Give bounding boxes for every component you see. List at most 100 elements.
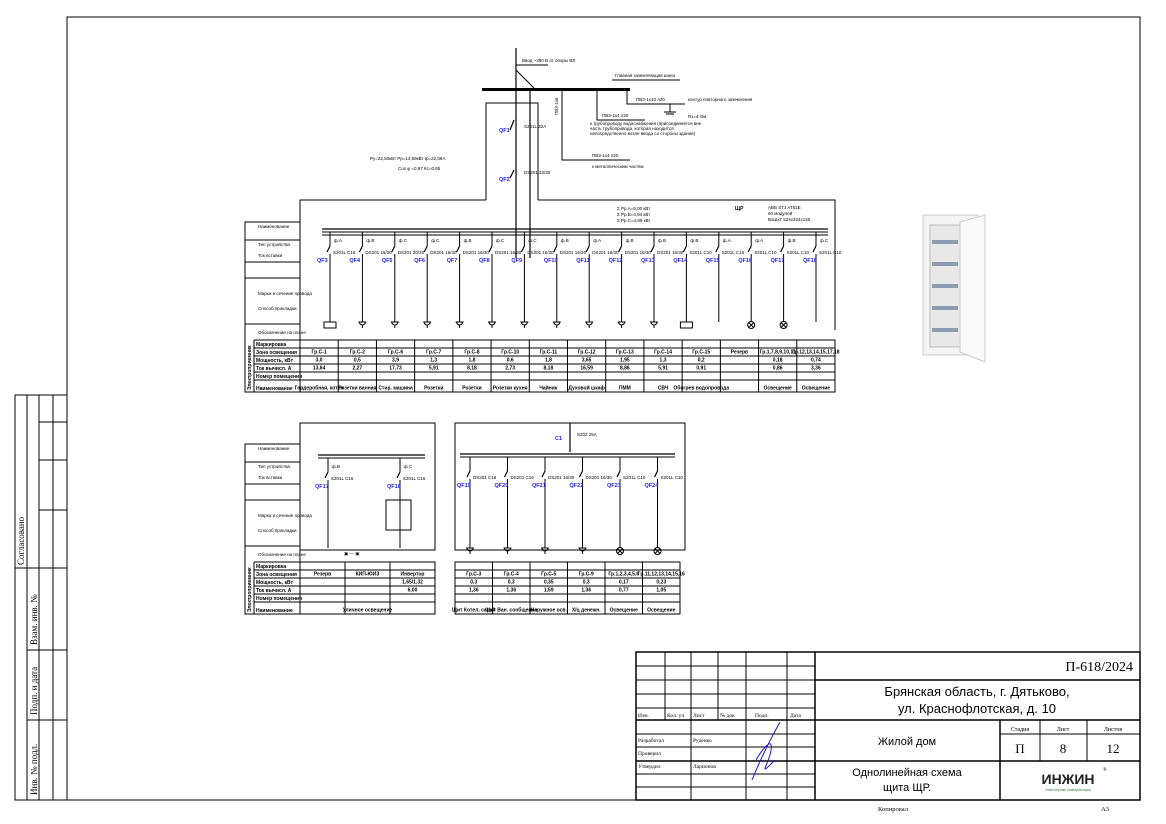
row-label: Ток вычисл. А xyxy=(256,366,292,372)
table-cell-current: 1,36 xyxy=(506,588,516,594)
table-cell-current: 8,18 xyxy=(544,366,554,372)
row-label: Номер помещения xyxy=(256,374,302,380)
col-doc: № док xyxy=(720,713,735,719)
pipe-note: к трубопроводу водоснабжения (присоединя… xyxy=(590,121,702,136)
breaker-switch-icon xyxy=(780,245,785,253)
table-cell-current: 8,86 xyxy=(620,366,630,372)
sheet-label: Лист xyxy=(1057,727,1070,733)
table-cell-current: 1,05 xyxy=(656,588,666,594)
breaker-phase: ф.В xyxy=(561,238,569,243)
table-cell-group: Гр.С-14 xyxy=(654,350,672,356)
name-developer: Руденко xyxy=(693,738,712,744)
socket-icon xyxy=(466,547,474,554)
header-label: Обозначение на плане xyxy=(258,330,306,335)
phase-c-sum: Σ Рр.С=4,89 кВт xyxy=(617,218,651,223)
breaker-id: QF14 xyxy=(673,258,688,264)
table-cell-group: Гр.С-7 xyxy=(426,350,441,356)
breaker-switch-icon xyxy=(520,245,525,253)
col-date: Дата xyxy=(790,713,802,719)
breaker-switch-icon xyxy=(715,245,720,253)
table-cell-group: Гр.С-15 xyxy=(692,350,710,356)
table-cell-current: 0,86 xyxy=(773,366,783,372)
table-cell-power: 0,18 xyxy=(773,358,783,364)
breaker-type: DS201 16/30 xyxy=(527,250,554,255)
table-cell-name: ПММ xyxy=(619,386,631,392)
lamp-icon xyxy=(747,321,756,329)
table-cell-current: 6,00 xyxy=(408,588,418,594)
stage-value: П xyxy=(1015,741,1024,756)
breaker-switch-icon xyxy=(466,470,471,478)
breaker-id: QF6 xyxy=(414,258,425,264)
table-cell-power: 0,2 xyxy=(698,358,705,364)
breaker-switch-icon xyxy=(396,471,401,479)
breaker-id: QF23 xyxy=(607,483,621,489)
table-cell-group: Гр.С-1 xyxy=(312,350,327,356)
metal-line-label: ПВ3-1х4 л20 xyxy=(592,153,619,158)
sheet-title-line2: щита ЩР. xyxy=(883,782,931,794)
input-note: Ввод ~380 В от опоры ВЛ xyxy=(522,58,575,63)
table-cell-group: Гр.С-10 xyxy=(501,350,519,356)
registered-mark: ® xyxy=(1103,767,1107,773)
breaker-switch-icon xyxy=(358,245,363,253)
panel-modules: 60 модулей xyxy=(768,210,793,216)
breaker-id: QF17 xyxy=(315,484,329,490)
logo: ИНЖИН xyxy=(1042,771,1095,787)
address-line1: Брянская область, г. Дятьково, xyxy=(884,684,1069,699)
breaker-phase: ф.В xyxy=(366,238,374,243)
row-label: Наименование xyxy=(256,386,293,392)
sheet-value: 8 xyxy=(1060,741,1067,756)
table-cell-power: 1,3 xyxy=(430,358,437,364)
qf1-type: S201L 32A xyxy=(524,124,546,129)
table-cell-name: Гардеробная, котел xyxy=(295,385,344,392)
table-cell-power: 3,9 xyxy=(392,358,399,364)
table-cell-power: 0,6 xyxy=(507,358,514,364)
title-block: Изм. Кол. уч Лист № док Подп. Дата Разра… xyxy=(635,651,1141,813)
name-approver: Ларионов xyxy=(693,764,716,770)
calc-line1: Ру=22,50кВт Рр=14,69кВт Iр=22,59А xyxy=(370,156,445,161)
table-cell-group: Гр.1,7,8,9,10,11 xyxy=(760,350,796,356)
breaker-id: QF19 xyxy=(457,483,471,489)
socket-icon xyxy=(650,321,658,328)
table-cell-power: 0,74 xyxy=(811,358,821,364)
table-cell-name: Розетки кухня xyxy=(493,386,528,392)
socket-icon xyxy=(578,547,587,554)
breaker-id: QF18 xyxy=(803,258,817,264)
table-cell-name: Розетки xyxy=(424,386,443,392)
qf2-label: QF2 xyxy=(499,177,510,183)
breaker-id: QF17 xyxy=(771,258,785,264)
breaker-switch-icon xyxy=(653,470,659,478)
cabinet-image xyxy=(922,214,986,363)
table-cell-name: Х/ц денежн. xyxy=(572,608,601,614)
table-cell-name: Освещение xyxy=(610,608,639,614)
breaker-type: S201L C16 xyxy=(722,250,745,255)
breaker-phase: ф.В xyxy=(332,464,340,469)
table-cell-current: 5,91 xyxy=(658,366,668,372)
ground-bus-label: Главная заземляющая шина xyxy=(615,73,675,78)
breaker-phase: ф.В xyxy=(690,238,698,243)
table-cell-power: 1,8 xyxy=(545,358,552,364)
breaker-id: QF7 xyxy=(447,258,458,264)
table-cell-current: 0,91 xyxy=(696,366,706,372)
table-cell-group: Гр.С-9 xyxy=(579,572,594,578)
table-cell-current: 2,73 xyxy=(505,366,515,372)
breaker-type: DS201 16/30 xyxy=(625,250,652,255)
side-stamp: Согласовано Взам. инв. № Подп. и дата Ин… xyxy=(14,394,68,801)
socket-icon xyxy=(520,321,529,328)
breaker-phase: ф.В xyxy=(626,238,634,243)
breaker-type: S201L C10 xyxy=(819,250,842,255)
row-label: Зона освещения xyxy=(256,572,297,578)
phase-b-sum: Σ Рр.В=4,94 кВт xyxy=(617,212,650,217)
table-cell-name: Духовой шкаф xyxy=(568,385,605,392)
breaker-type: DS201 16/30 xyxy=(560,250,587,255)
socket-icon xyxy=(503,547,512,554)
table-cell-name: Наружное осв. xyxy=(531,608,568,614)
breaker-type: S201L C10 xyxy=(754,250,777,255)
